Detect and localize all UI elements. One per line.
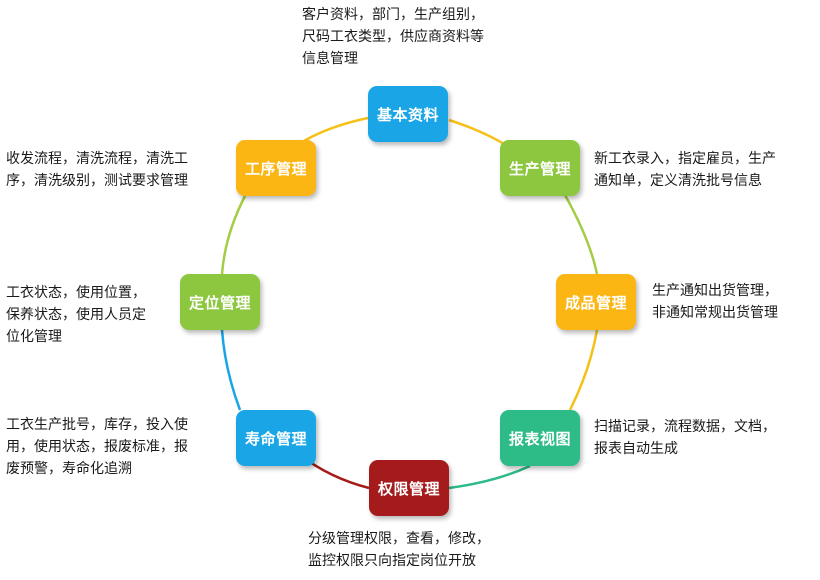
lifecycle-description: 工衣生产批号，库存，投入使 用，使用状态，报废标准，报 废预警，寿命化追溯 <box>6 417 188 477</box>
module-report-view[interactable]: 报表视图 <box>500 410 580 466</box>
permission-description: 分级管理权限，查看，修改， 监控权限只向指定岗位开放 <box>308 531 490 569</box>
positioning-description: 工衣状态，使用位置， 保养状态，使用人员定 位化管理 <box>6 285 146 345</box>
module-report-view-label: 报表视图 <box>508 429 571 448</box>
module-production-label: 生产管理 <box>508 159 571 178</box>
report-view-description: 扫描记录，流程数据，文档， 报表自动生成 <box>594 419 776 457</box>
ring-arc-bottom-right <box>448 464 531 490</box>
module-permission-label: 权限管理 <box>377 479 440 498</box>
module-lifecycle[interactable]: 寿命管理 <box>236 410 316 466</box>
module-lifecycle-label: 寿命管理 <box>244 429 307 448</box>
module-positioning-label: 定位管理 <box>188 293 251 312</box>
ring-arc-left-upper <box>220 195 247 275</box>
ring-arc-right-lower <box>568 329 599 411</box>
module-process-label: 工序管理 <box>244 159 307 178</box>
ring-arc-left-lower <box>220 329 242 411</box>
finished-goods-description: 生产通知出货管理， 非通知常规出货管理 <box>652 283 778 321</box>
production-description: 新工衣录入，指定雇员，生产 通知单，定义清洗批号信息 <box>594 151 776 189</box>
ring-arc-right-upper <box>563 194 599 275</box>
module-permission[interactable]: 权限管理 <box>369 460 449 516</box>
module-positioning[interactable]: 定位管理 <box>180 274 260 330</box>
module-basic-data[interactable]: 基本资料 <box>368 86 448 142</box>
module-production[interactable]: 生产管理 <box>500 140 580 196</box>
module-basic-data-label: 基本资料 <box>376 105 439 124</box>
process-description: 收发流程，清洗流程，清洗工 序，清洗级别，测试要求管理 <box>6 151 188 189</box>
module-finished-goods-label: 成品管理 <box>564 293 627 312</box>
module-process[interactable]: 工序管理 <box>236 140 316 196</box>
basic-data-description: 客户资料，部门，生产组别， 尺码工衣类型，供应商资料等 信息管理 <box>302 7 484 67</box>
module-finished-goods[interactable]: 成品管理 <box>556 274 636 330</box>
